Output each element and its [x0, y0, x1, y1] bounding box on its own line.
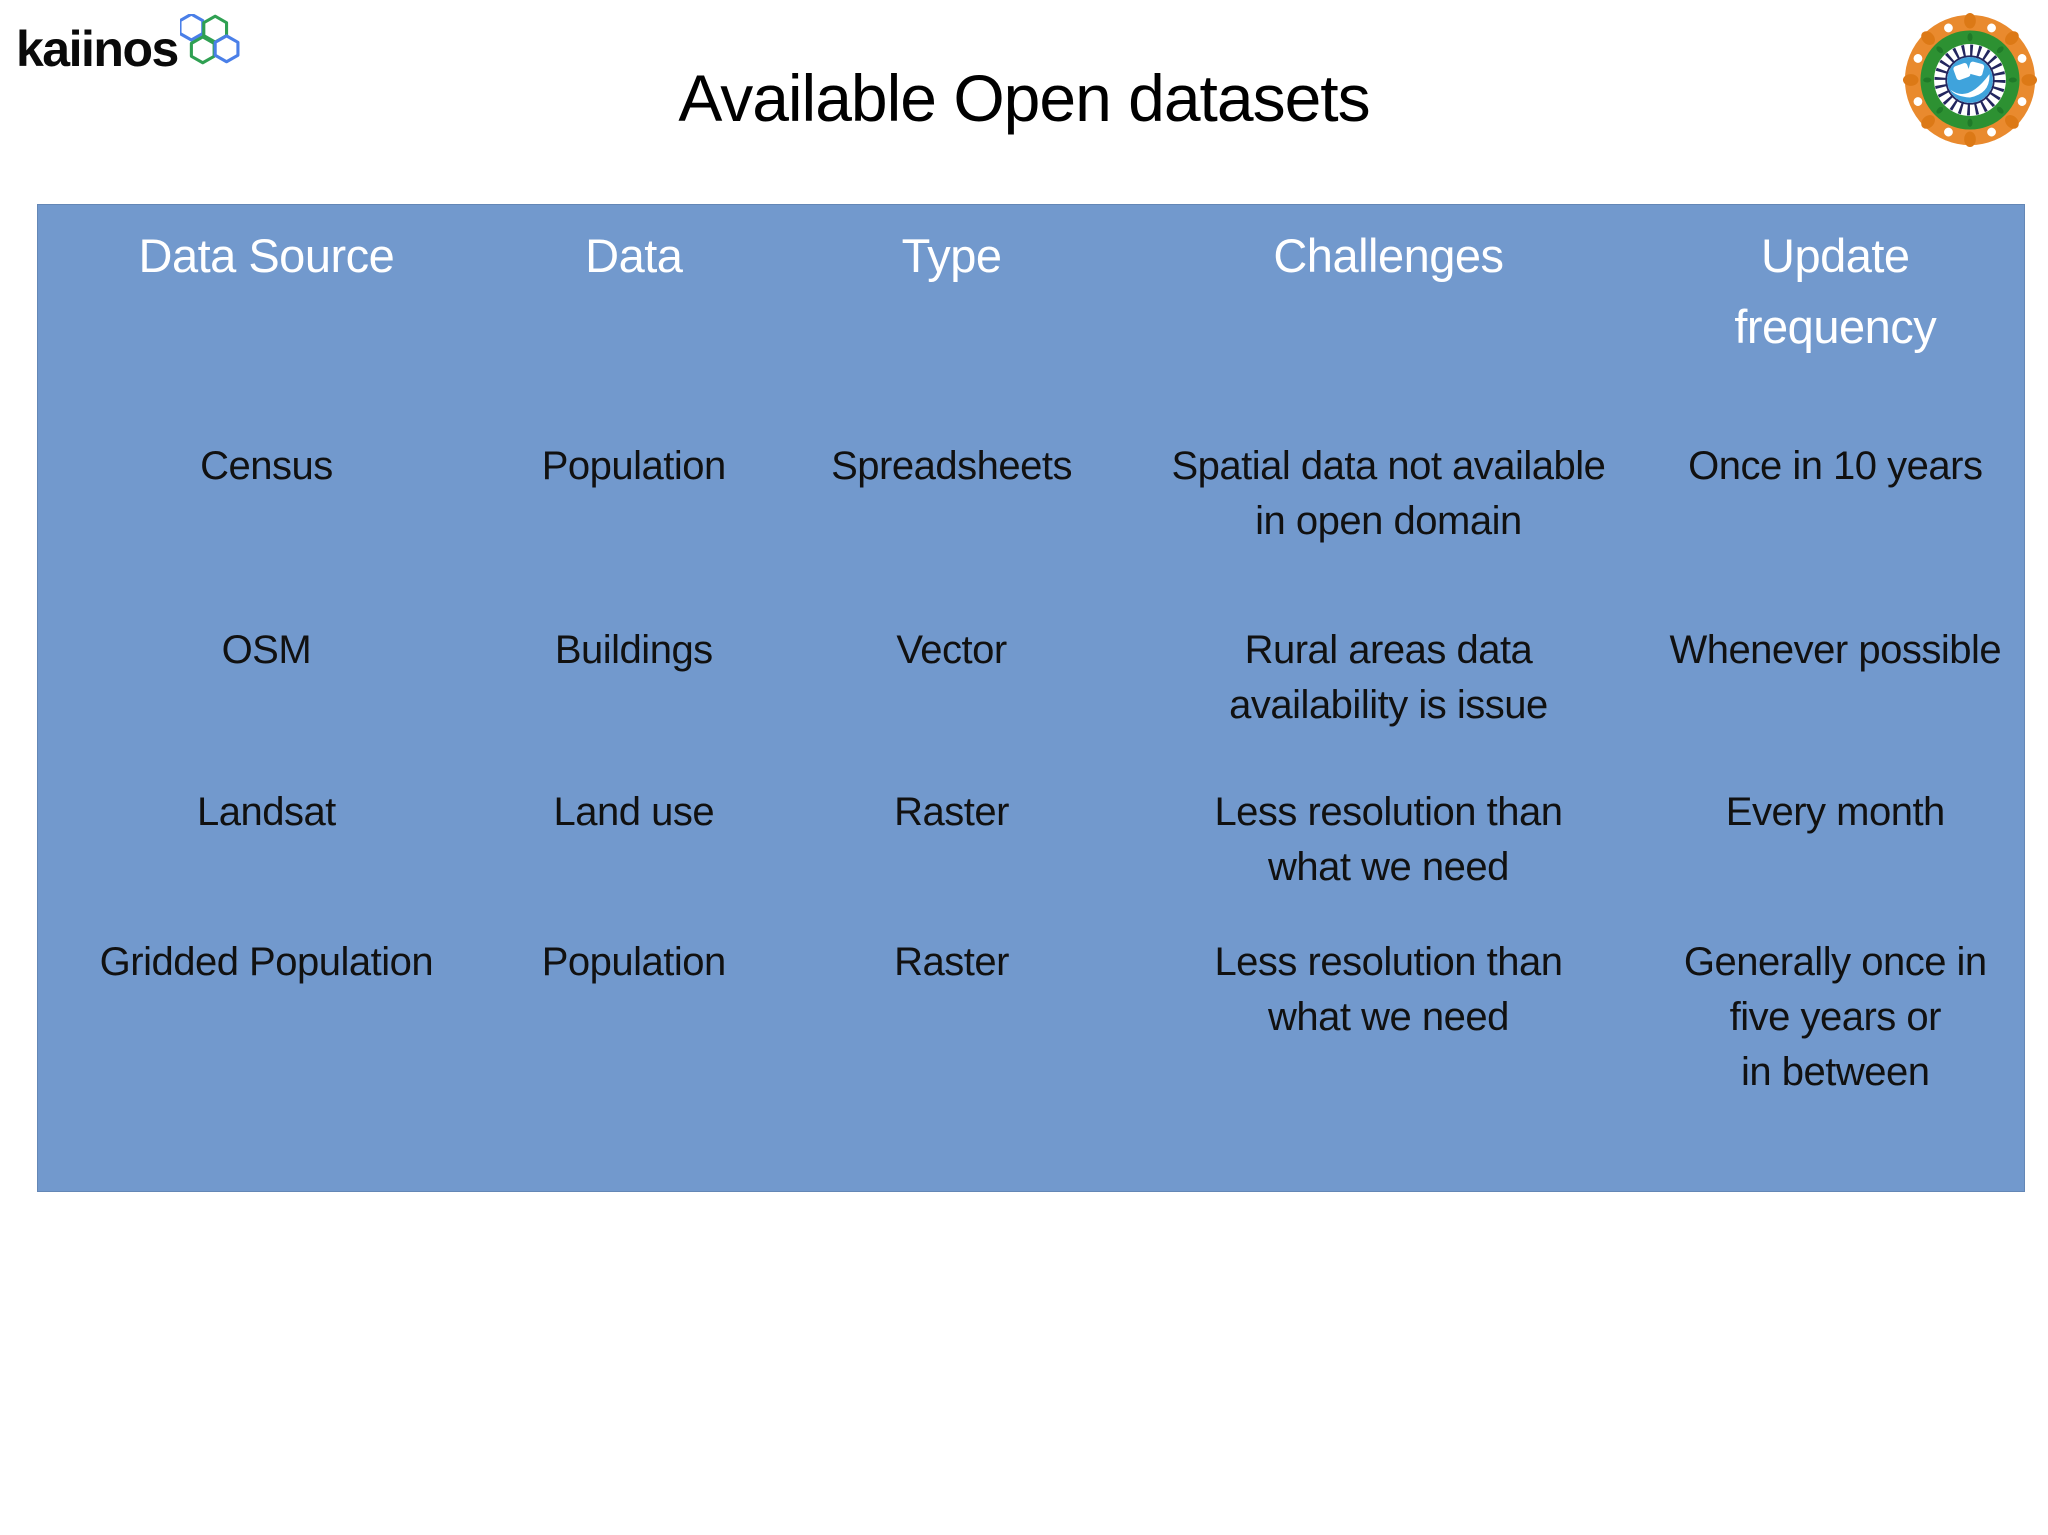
cell-challenges: Less resolution than what we need	[1214, 940, 1563, 1040]
cell-challenges: Less resolution than what we need	[1214, 790, 1563, 890]
cell-update-frequency: Generally once in five years or in betwe…	[1683, 940, 1987, 1095]
cell-type: Spreadsheets	[831, 444, 1072, 488]
table-row-gridded-population: Gridded Population Population Raster Les…	[38, 927, 2024, 1187]
cell-update-frequency: Once in 10 years	[1688, 444, 1983, 488]
table-row-landsat: Landsat Land use Raster Less resolution …	[38, 777, 2024, 927]
cell-type: Vector	[896, 628, 1007, 672]
cell-update-frequency: Every month	[1725, 790, 1946, 834]
column-header-data: Data	[585, 229, 683, 282]
cell-challenges: Spatial data not available in open domai…	[1171, 444, 1606, 544]
government-emblem-icon	[1902, 12, 2038, 148]
cell-data-source: Gridded Population	[99, 940, 434, 984]
cell-data: Land use	[553, 790, 715, 834]
table-row-census: Census Population Spreadsheets Spatial d…	[38, 431, 2024, 615]
cell-type: Raster	[894, 940, 1009, 984]
cell-data-source: Census	[200, 444, 333, 488]
cell-data: Buildings	[554, 628, 713, 672]
brand-logo: kaiinos	[16, 6, 240, 74]
table-row-osm: OSM Buildings Vector Rural areas data av…	[38, 615, 2024, 777]
cell-challenges: Rural areas data availability is issue	[1229, 628, 1548, 728]
cell-data: Population	[541, 940, 727, 984]
column-header-challenges: Challenges	[1273, 229, 1504, 282]
column-header-update-frequency: Update frequency	[1734, 229, 1937, 353]
cell-data-source: OSM	[221, 628, 312, 672]
cell-data: Population	[541, 444, 727, 488]
hexagon-cluster-icon	[179, 14, 240, 65]
column-header-data-source: Data Source	[138, 229, 395, 282]
column-header-type: Type	[901, 229, 1002, 282]
datasets-table: Data Source Data Type Challenges Update …	[37, 204, 2025, 1192]
cell-data-source: Landsat	[196, 790, 336, 834]
table-header-row: Data Source Data Type Challenges Update …	[38, 205, 2024, 431]
brand-name: kaiinos	[16, 21, 179, 77]
cell-update-frequency: Whenever possible	[1669, 628, 2002, 672]
cell-type: Raster	[894, 790, 1009, 834]
page-title: Available Open datasets	[678, 61, 1370, 135]
